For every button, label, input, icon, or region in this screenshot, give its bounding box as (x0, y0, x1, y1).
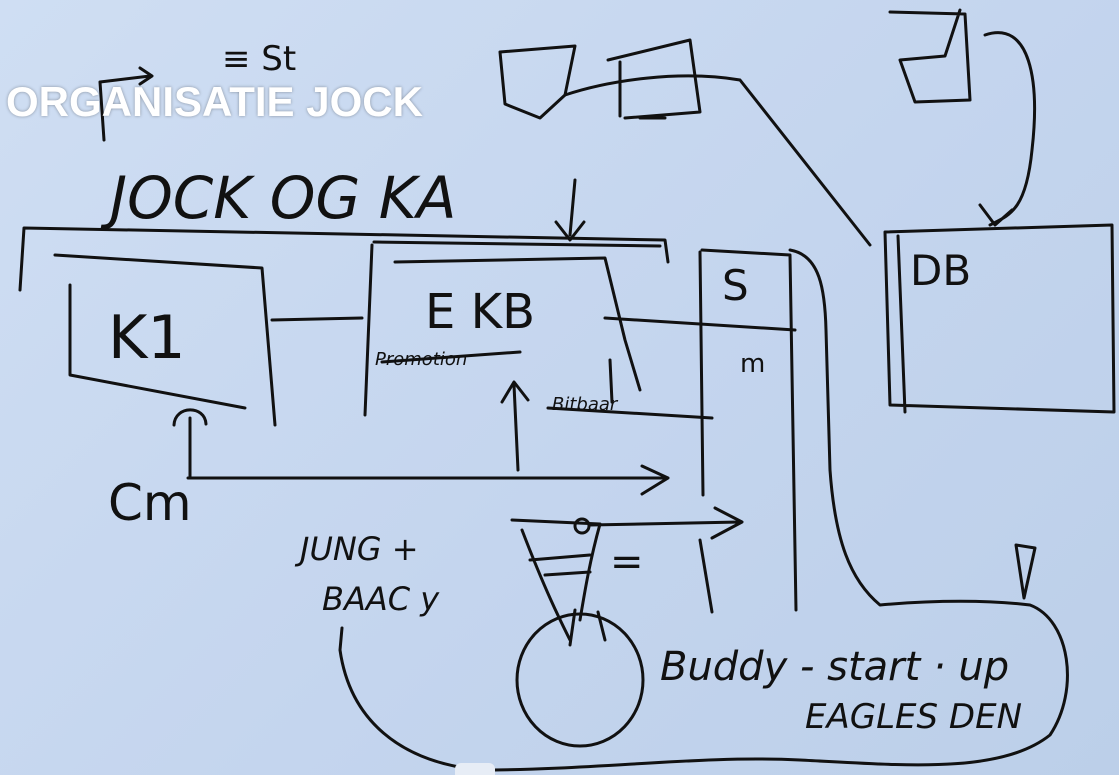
box-db-label: DB (910, 246, 971, 295)
subtitle-arrow (554, 178, 586, 242)
circle-neck (568, 608, 607, 647)
column-m-label: m (740, 349, 765, 379)
box-ekb-sub1: Promotion (375, 349, 467, 370)
up-arrow-ekb (500, 380, 530, 472)
column-s-label: S (722, 261, 749, 310)
box-k1 (53, 253, 277, 427)
promotion-line (380, 350, 522, 364)
connector-top (563, 74, 872, 247)
box-ekb (393, 256, 642, 392)
bitbaar-tick (608, 358, 614, 404)
big-circle (515, 612, 645, 748)
box-k1-label: K1 (108, 303, 186, 373)
baac-label: BAAC y (322, 580, 440, 618)
up-arrow-k1 (172, 408, 208, 480)
overlay-title: ORGANISATIE JOCK (6, 78, 423, 125)
funnel (510, 518, 602, 642)
funnel-arrow (588, 506, 744, 540)
bitbaar-line (546, 406, 714, 420)
scroll-handle[interactable] (455, 763, 495, 775)
top-bracket-line (18, 226, 670, 292)
box-db (883, 223, 1116, 414)
connector-k1-ekb (270, 316, 364, 322)
top-right-arrow (978, 31, 1036, 227)
top-right-box (888, 8, 972, 104)
top-left-arrow (98, 66, 154, 142)
small-triangle (1014, 543, 1037, 600)
eagles-label: EAGLES DEN (805, 697, 1022, 737)
cm-label: Cm (108, 474, 192, 532)
young-label: JUNG + (294, 530, 419, 568)
top-mark-text: ≡ St (222, 39, 296, 79)
column-s (698, 248, 798, 614)
equals-sign: = (610, 539, 644, 585)
top-box-1 (498, 44, 577, 120)
bottom-arrow (186, 464, 670, 496)
box-ekb-sub2: Bitbaar (552, 394, 619, 415)
box-ekb-label: E KB (425, 284, 535, 340)
buddy-label: Buddy - start · up (660, 644, 1009, 690)
subtitle-text: JOCK OG KA (100, 164, 456, 232)
box-ekb-outer (363, 240, 662, 417)
